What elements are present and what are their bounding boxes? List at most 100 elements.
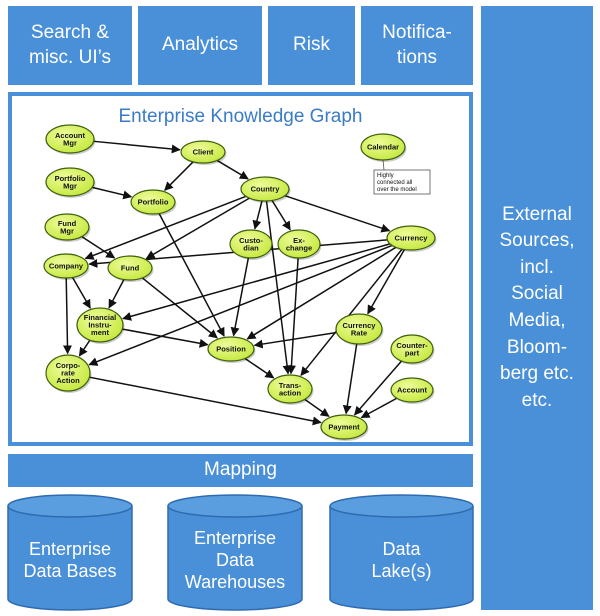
external-sources-box: External Sources, incl. Social Media, Bl… <box>481 6 593 610</box>
node-calendar: Calendar <box>360 133 407 162</box>
node-company: Company <box>43 253 90 280</box>
node-payment: Payment <box>320 414 369 441</box>
node-label: Instru- <box>88 321 112 330</box>
graph-edge-portfolio_mgr-to-portfolio <box>92 186 133 200</box>
node-label: Rate <box>351 328 367 337</box>
node-label: Position <box>216 345 246 354</box>
graph-edge-account_mgr-to-client <box>93 140 181 154</box>
search-misc-ui-box: Search & misc. UI’s <box>8 6 132 85</box>
notifications-label: Notifica- tions <box>382 21 452 68</box>
graph-edge-country-to-custodian <box>252 200 263 230</box>
cylinder-body <box>167 506 303 611</box>
node-label: Mgr <box>60 226 74 235</box>
node-label: Portfolio <box>138 198 169 207</box>
node-ellipse <box>360 133 406 161</box>
node-label: Company <box>49 262 84 271</box>
calendar-note-line: connected all <box>377 180 412 186</box>
graph-edge-exchange-to-transaction <box>286 257 299 375</box>
node-label: Ex- <box>293 236 305 245</box>
cylinder-top <box>329 494 474 518</box>
database-label: Data <box>382 539 421 559</box>
external-sources-label: External Sources, incl. Social Media, Bl… <box>499 203 575 411</box>
node-label: Mgr <box>63 181 77 190</box>
database-label: Lake(s) <box>371 561 431 581</box>
node-label: Counter- <box>396 341 428 350</box>
node-custodian: Custo-dian <box>229 229 274 260</box>
cylinder-top <box>167 494 303 518</box>
graph-edge-account-to-payment <box>360 397 398 419</box>
database-label: Enterprise <box>29 539 111 559</box>
mapping-bar: Mapping <box>8 454 473 487</box>
node-ellipse <box>229 229 273 259</box>
node-label: Trans- <box>279 381 302 390</box>
node-ellipse <box>180 140 226 164</box>
database-label: Data <box>216 550 255 570</box>
node-ellipse <box>320 414 368 440</box>
node-label: Calendar <box>367 143 399 152</box>
node-ellipse <box>207 336 255 362</box>
node-ellipse <box>45 167 95 197</box>
node-portfolio: Portfolio <box>130 189 177 216</box>
graph-edge-currency_rate-to-position <box>253 331 337 349</box>
graph-edge-counterpart-to-payment <box>354 360 403 416</box>
node-label: dian <box>243 243 259 252</box>
node-transaction: Trans-action <box>267 374 314 405</box>
mapping-label: Mapping <box>204 459 277 481</box>
node-position: Position <box>207 336 256 363</box>
graph-edge-fund-to-position <box>141 277 218 339</box>
node-label: Portfolio <box>55 174 86 183</box>
node-ellipse <box>277 229 321 259</box>
node-ellipse <box>267 374 313 404</box>
node-ellipse <box>43 253 89 279</box>
analytics-box: Analytics <box>138 6 262 85</box>
node-label: Account <box>55 131 86 140</box>
graph-edge-country-to-exchange <box>271 200 291 231</box>
graph-edge-currency-to-corporate_action <box>88 244 393 366</box>
node-label: Client <box>193 148 214 157</box>
node-label: Currency <box>343 321 377 330</box>
node-currency: Currency <box>386 225 437 252</box>
graph-edge-currency-to-transaction <box>300 248 403 376</box>
node-label: part <box>405 348 420 357</box>
node-account: Account <box>390 377 435 404</box>
database-label: Warehouses <box>185 572 285 592</box>
graph-edge-currency-to-financial_instrument <box>122 243 391 321</box>
calendar-note-pointer <box>382 159 385 171</box>
node-label: rate <box>61 369 75 378</box>
cylinder-body <box>7 506 133 611</box>
node-label: Fund <box>121 264 140 273</box>
graph-edge-currency_rate-to-payment <box>342 343 358 415</box>
graph-edge-client-to-portfolio <box>164 161 194 191</box>
node-ellipse <box>45 124 95 154</box>
graph-edge-country-to-transaction <box>265 200 292 375</box>
graph-edge-country-to-fund <box>145 197 250 260</box>
graph-title: Enterprise Knowledge Graph <box>118 106 363 127</box>
node-country: Country <box>240 176 291 203</box>
node-client: Client <box>180 140 227 165</box>
risk-label: Risk <box>293 34 330 56</box>
node-ellipse <box>390 334 434 364</box>
node-label: Fund <box>58 219 77 228</box>
node-label: Financial <box>84 313 117 322</box>
analytics-label: Analytics <box>161 34 239 56</box>
graph-edge-company-to-corporate_action <box>62 277 72 355</box>
graph-edge-position-to-transaction <box>244 357 275 379</box>
graph-edge-client-to-country <box>216 159 249 180</box>
node-fund: Fund <box>107 255 154 282</box>
node-ellipse <box>335 313 383 345</box>
node-label: Currency <box>395 234 429 243</box>
notifications-box: Notifica- tions <box>361 6 473 85</box>
node-label: Payment <box>328 423 360 432</box>
graph-edge-financial_instrument-to-position <box>122 328 209 348</box>
calendar-note-box <box>373 169 431 195</box>
